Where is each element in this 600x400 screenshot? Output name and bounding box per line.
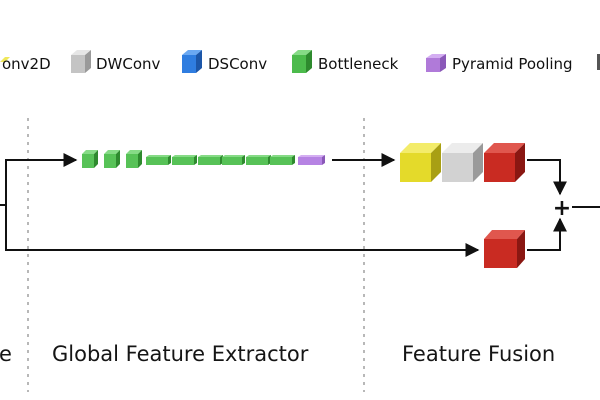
legend-label-conv2d: onv2D <box>2 55 51 73</box>
bottleneck-block-3 <box>126 150 142 168</box>
bottleneck-block-1 <box>82 150 98 168</box>
bottleneck-block-4 <box>146 155 171 165</box>
bottleneck-block-7 <box>222 155 245 165</box>
stage-label-partial-left: e <box>0 342 12 366</box>
fusion-top-to-sum-arrow <box>527 159 567 196</box>
bottleneck-block-8 <box>246 155 271 165</box>
legend-label-dwconv: DWConv <box>96 55 161 73</box>
stage-label-feature-fusion: Feature Fusion <box>402 342 556 366</box>
bottleneck-block-6 <box>198 155 223 165</box>
bottleneck-block-2 <box>104 150 120 168</box>
sum-operator: + <box>553 196 571 221</box>
pyramid-pooling-block <box>298 155 325 165</box>
fusion-conv2d-block <box>400 143 441 182</box>
bottleneck-block-5 <box>172 155 197 165</box>
legend-label-dsconv: DSConv <box>208 55 268 73</box>
legend-swatch-dwconv <box>71 50 91 73</box>
input-split-line <box>0 153 78 206</box>
fusion-bottom-to-sum-arrow <box>527 217 567 251</box>
stage-label-global-feature-extractor: Global Feature Extractor <box>52 342 309 366</box>
skip-connection-arrow <box>5 205 480 257</box>
legend-swatch-pyramid-pooling <box>426 54 446 72</box>
fusion-conv-block-bottom <box>484 230 525 268</box>
legend-swatch-conv2d <box>0 57 10 62</box>
legend-label-pyramid-pooling: Pyramid Pooling <box>452 55 573 73</box>
fusion-dwconv-block <box>442 143 483 182</box>
legend-swatch-partial-right <box>597 54 600 70</box>
legend-label-bottleneck: Bottleneck <box>318 55 399 73</box>
bottleneck-block-9 <box>270 155 295 165</box>
legend-swatch-dsconv <box>182 50 202 73</box>
fusion-conv-block-top <box>484 143 525 182</box>
legend-swatch-bottleneck <box>292 50 312 73</box>
